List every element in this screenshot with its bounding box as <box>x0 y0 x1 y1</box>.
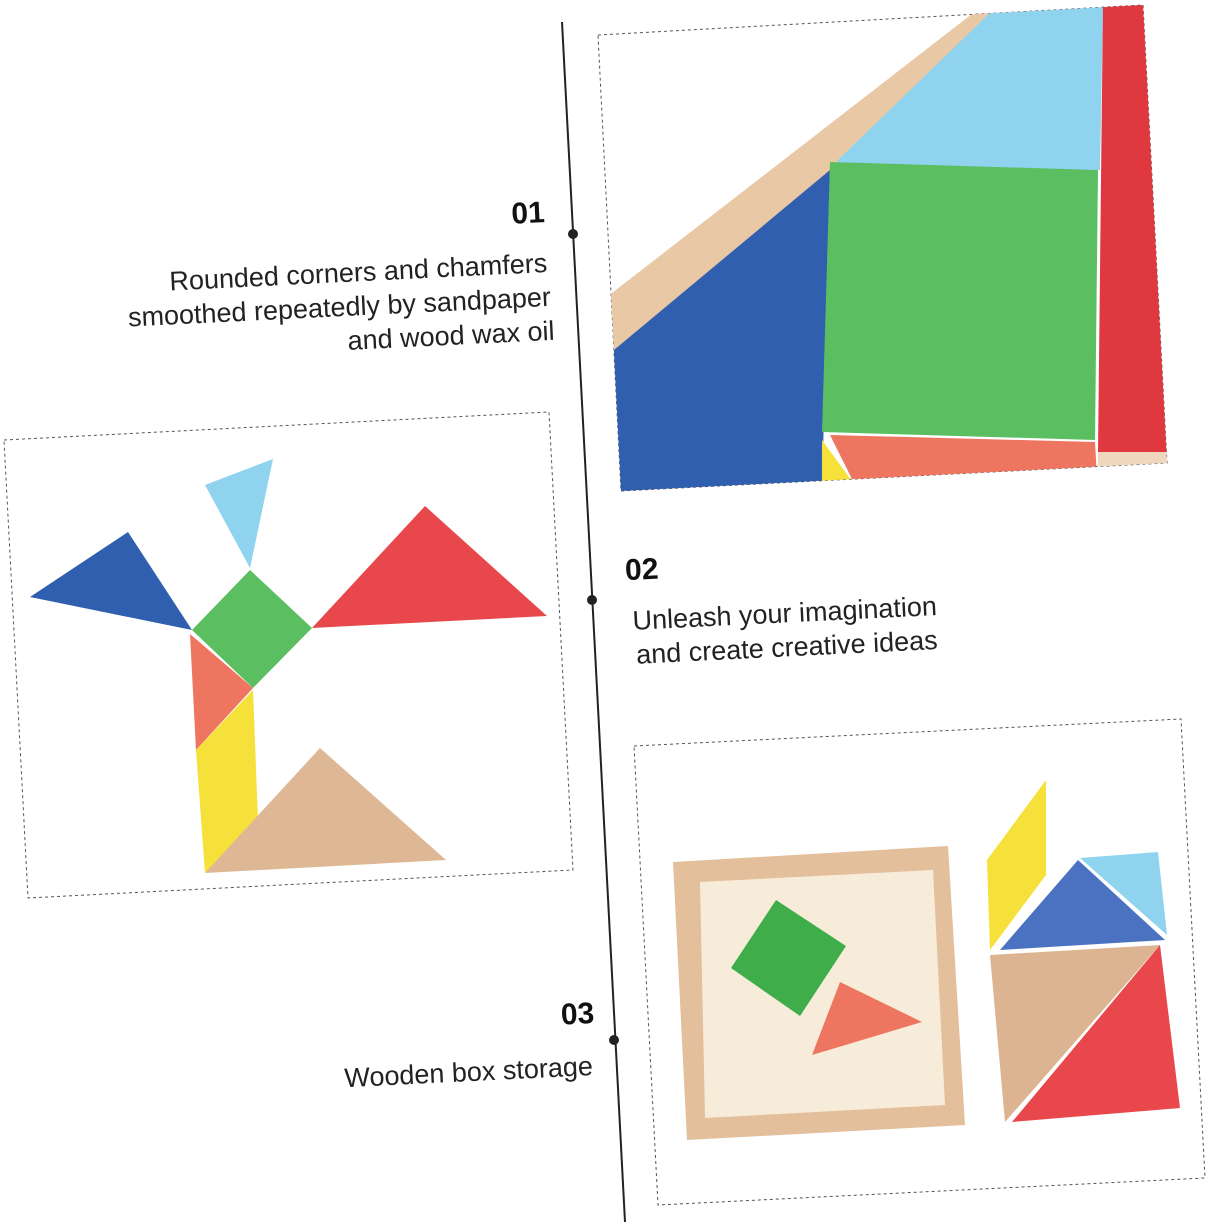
salmon-triangle <box>812 982 922 1055</box>
wood-triangle <box>205 748 446 873</box>
closeup-photo <box>597 4 1168 492</box>
green-square <box>731 900 846 1016</box>
light-blue-piece <box>838 5 1103 170</box>
salmon-piece <box>830 435 1098 491</box>
wooden-box-inner <box>700 870 945 1118</box>
timeline-line <box>561 21 626 1223</box>
light-blue-triangle <box>1080 852 1167 935</box>
feature-caption-line: and wood wax oil <box>347 316 555 356</box>
blue-piece <box>598 170 830 491</box>
timeline-dot-03 <box>609 1035 619 1045</box>
blue-triangle <box>1000 860 1165 950</box>
green-square <box>192 570 312 688</box>
wood-triangle <box>990 945 1160 1122</box>
timeline-dot-01 <box>568 229 578 239</box>
feature-number: 01 <box>511 196 546 231</box>
box-storage-photo <box>633 718 1206 1206</box>
feature-01: 01 Rounded corners and chamfers smoothed… <box>127 196 555 356</box>
blue-triangle <box>30 532 192 630</box>
feature-02: 02 Unleash your imagination and create c… <box>624 553 938 670</box>
tangram-figure-photo <box>3 411 574 899</box>
yellow-parallelogram <box>196 690 258 873</box>
feature-number: 02 <box>624 553 659 588</box>
green-square-piece <box>822 162 1098 440</box>
red-piece <box>1098 5 1167 452</box>
yellow-parallelogram <box>987 780 1046 950</box>
timeline-dot-02 <box>587 595 597 605</box>
salmon-triangle <box>190 634 253 750</box>
feature-03: 03 Wooden box storage <box>344 997 595 1093</box>
red-triangle <box>312 506 547 628</box>
feature-number: 03 <box>560 997 595 1032</box>
light-blue-triangle <box>205 459 273 568</box>
feature-caption-line: Wooden box storage <box>344 1051 594 1093</box>
red-triangle <box>1012 945 1180 1122</box>
